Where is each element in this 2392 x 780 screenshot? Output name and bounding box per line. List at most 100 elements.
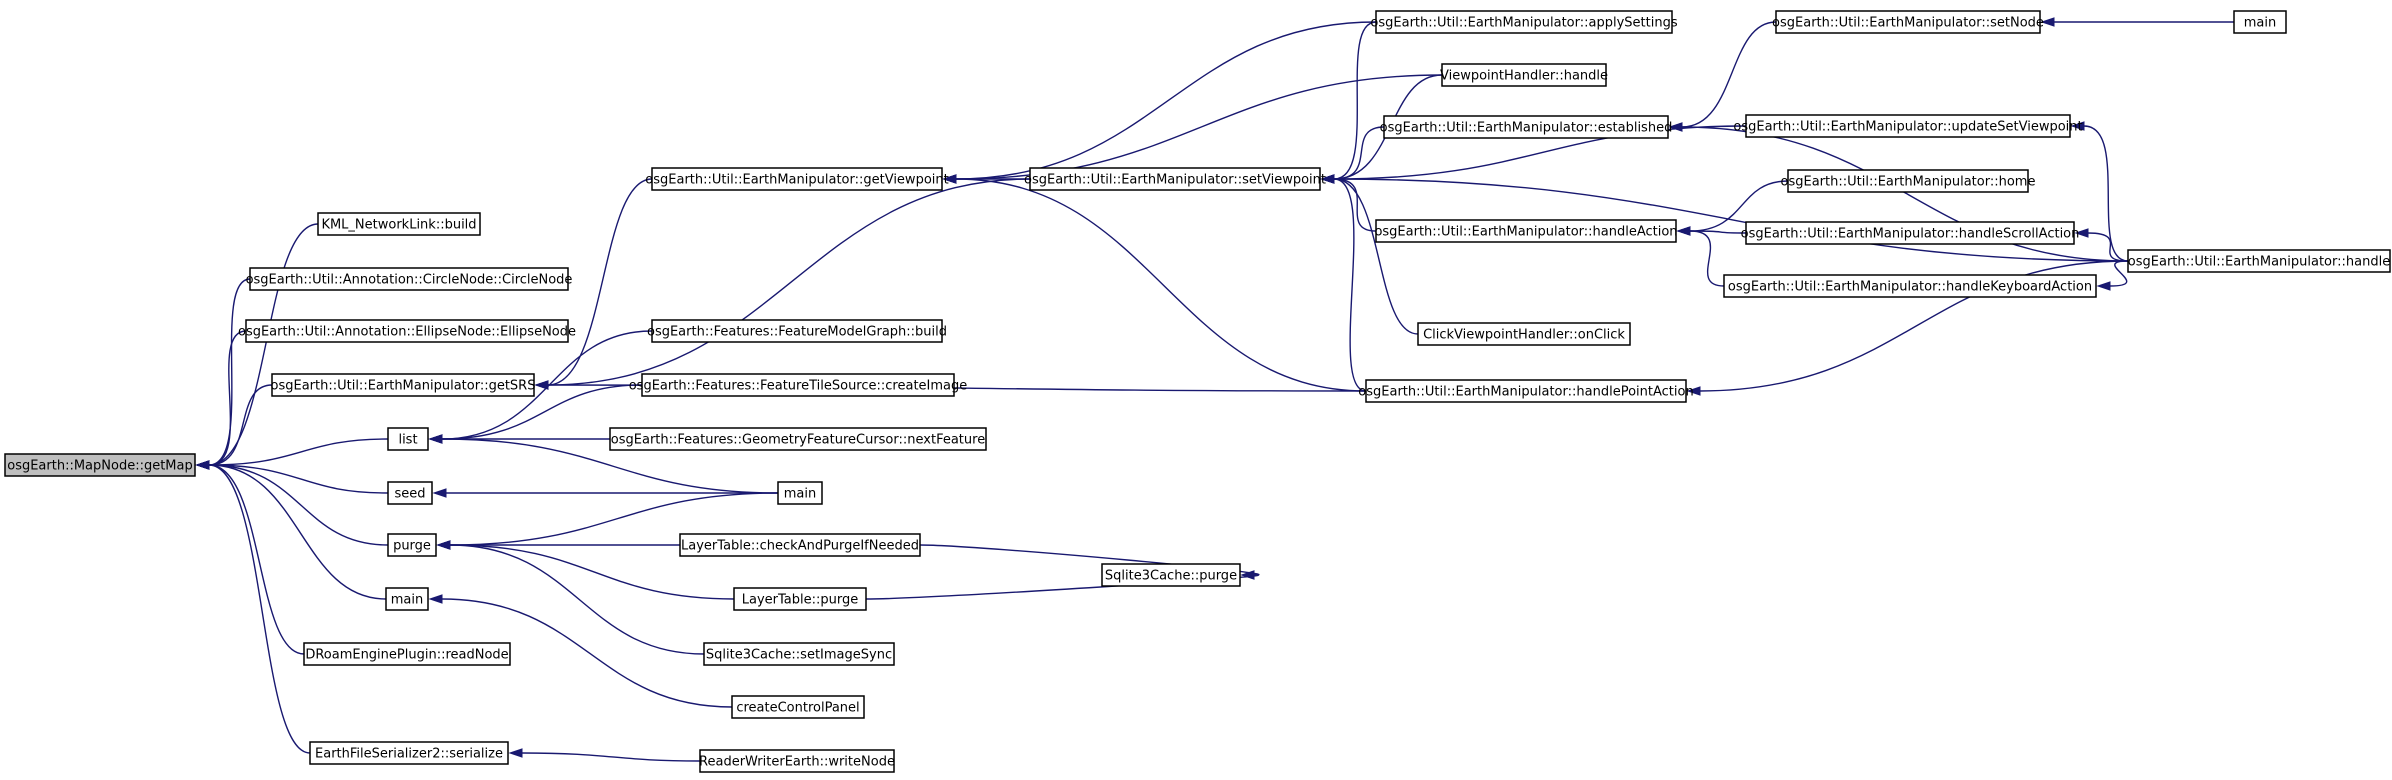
node-serialize[interactable]: EarthFileSerializer2::serialize — [309, 741, 509, 765]
node-checkPurge[interactable]: LayerTable::checkAndPurgeIfNeeded — [679, 533, 921, 557]
node-mainA[interactable]: main — [385, 587, 429, 611]
edge-line — [2109, 260, 2129, 287]
node-label: seed — [394, 487, 425, 502]
node-sqlitePurge[interactable]: Sqlite3Cache::purge — [1101, 563, 1241, 587]
edge-line — [208, 464, 311, 754]
node-box — [1029, 167, 1321, 191]
node-getMap[interactable]: osgEarth::MapNode::getMap — [4, 453, 196, 477]
edge-line — [441, 438, 779, 494]
node-mainC[interactable]: main — [2233, 10, 2287, 34]
node-box — [1775, 10, 2041, 34]
node-purge[interactable]: purge — [387, 533, 437, 557]
node-label: osgEarth::Util::EarthManipulator::establ… — [1380, 121, 1673, 136]
node-box — [387, 427, 429, 451]
node-droam[interactable]: DRoamEnginePlugin::readNode — [303, 642, 511, 666]
edge-arrowhead — [2070, 121, 2085, 131]
node-box — [387, 533, 437, 557]
edge-writeNode-to-serialize — [508, 748, 701, 762]
node-label: EarthFileSerializer2::serialize — [315, 747, 503, 762]
node-fmgBuild[interactable]: osgEarth::Features::FeatureModelGraph::b… — [647, 319, 947, 343]
edge-line — [449, 544, 705, 655]
edge-handlePointAction-to-getViewpoint — [942, 174, 1367, 392]
node-ellipseNode[interactable]: osgEarth::Util::Annotation::EllipseNode:… — [238, 319, 576, 343]
node-box — [1417, 322, 1631, 346]
node-label: main — [2244, 16, 2276, 31]
node-label: osgEarth::Util::Annotation::CircleNode::… — [246, 273, 573, 288]
node-label: ViewpointHandler::handle — [1440, 69, 1608, 84]
node-applySettings[interactable]: osgEarth::Util::EarthManipulator::applyS… — [1370, 10, 1678, 34]
node-box — [651, 167, 943, 191]
node-box — [1375, 10, 1673, 34]
node-box — [1745, 114, 2071, 138]
node-label: LayerTable::checkAndPurgeIfNeeded — [681, 539, 919, 554]
node-clickVp[interactable]: ClickViewpointHandler::onClick — [1417, 322, 1631, 346]
edge-serialize-to-getMap — [195, 460, 311, 754]
node-createControlPanel[interactable]: createControlPanel — [731, 695, 865, 719]
node-seed[interactable]: seed — [387, 481, 433, 505]
edge-line — [1689, 180, 1789, 232]
edge-line — [1333, 178, 1367, 392]
node-getSRS[interactable]: osgEarth::Util::EarthManipulator::getSRS — [271, 373, 536, 397]
edge-line — [441, 384, 643, 440]
node-label: osgEarth::MapNode::getMap — [7, 459, 193, 474]
node-handleAction[interactable]: osgEarth::Util::EarthManipulator::handle… — [1374, 219, 1678, 243]
edge-ltPurge-to-sqlitePurge — [865, 570, 1259, 600]
node-getViewpoint[interactable]: osgEarth::Util::EarthManipulator::getVie… — [645, 167, 949, 191]
node-label: osgEarth::Util::EarthManipulator::handle — [2128, 255, 2390, 270]
node-createImage[interactable]: osgEarth::Features::FeatureTileSource::c… — [629, 373, 968, 397]
edge-line — [1681, 21, 1777, 128]
node-box — [1441, 63, 1607, 87]
node-box — [387, 481, 433, 505]
node-box — [1101, 563, 1241, 587]
node-label: purge — [393, 539, 431, 554]
node-ltPurge[interactable]: LayerTable::purge — [733, 587, 867, 611]
edge-applySettings-to-setViewpoint — [1320, 21, 1377, 184]
node-box — [1787, 169, 2029, 193]
edge-line — [1699, 260, 2129, 392]
node-box — [609, 427, 987, 451]
edge-mainB-to-seed — [432, 488, 779, 498]
node-label: DRoamEnginePlugin::readNode — [305, 648, 508, 663]
node-setNode[interactable]: osgEarth::Util::EarthManipulator::setNod… — [1772, 10, 2044, 34]
node-list[interactable]: list — [387, 427, 429, 451]
node-label: osgEarth::Util::EarthManipulator::applyS… — [1370, 16, 1677, 31]
edge-arrowhead — [1320, 174, 1335, 184]
node-writeNode[interactable]: ReaderWriterEarth::writeNode — [699, 749, 895, 773]
edge-vpHandle-to-getViewpoint — [942, 74, 1443, 184]
node-emHandle[interactable]: osgEarth::Util::EarthManipulator::handle — [2127, 249, 2391, 273]
node-setImageSync[interactable]: Sqlite3Cache::setImageSync — [703, 642, 895, 666]
node-label: main — [784, 487, 816, 502]
node-box — [1383, 115, 1669, 139]
node-label: osgEarth::Features::GeometryFeatureCurso… — [611, 433, 985, 448]
node-nextFeature[interactable]: osgEarth::Features::GeometryFeatureCurso… — [609, 427, 987, 451]
edge-line — [208, 464, 389, 546]
node-handleScroll[interactable]: osgEarth::Util::EarthManipulator::handle… — [1741, 221, 2080, 245]
edge-setViewpoint-to-getSRS — [534, 178, 1031, 390]
edge-line — [547, 178, 1031, 386]
node-setViewpoint[interactable]: osgEarth::Util::EarthManipulator::setVie… — [1024, 167, 1326, 191]
edge-mainA-to-getMap — [195, 460, 387, 600]
node-established[interactable]: osgEarth::Util::EarthManipulator::establ… — [1380, 115, 1673, 139]
node-handleKeyboard[interactable]: osgEarth::Util::EarthManipulator::handle… — [1723, 274, 2097, 298]
edges-layer — [195, 17, 2234, 762]
edge-line — [547, 178, 653, 386]
node-updateSetViewpoint[interactable]: osgEarth::Util::EarthManipulator::update… — [1733, 114, 2083, 138]
edge-emHandle-to-handleKeyboard — [2096, 260, 2129, 291]
edge-line — [208, 464, 389, 494]
node-circleNode[interactable]: osgEarth::Util::Annotation::CircleNode::… — [246, 267, 573, 291]
node-label: createControlPanel — [736, 701, 859, 716]
edge-arrowhead — [2074, 228, 2089, 238]
edge-line — [208, 330, 247, 466]
node-vpHandle[interactable]: ViewpointHandler::handle — [1440, 63, 1608, 87]
node-kmlBuild[interactable]: KML_NetworkLink::build — [317, 212, 481, 236]
edge-arrowhead — [432, 488, 447, 498]
node-box — [733, 587, 867, 611]
edge-line — [208, 438, 389, 466]
node-home[interactable]: osgEarth::Util::EarthManipulator::home — [1781, 169, 2036, 193]
edge-line — [441, 330, 653, 440]
edge-setImageSync-to-purge — [436, 540, 705, 655]
edge-line — [2083, 125, 2129, 262]
node-mainB[interactable]: main — [777, 481, 823, 505]
node-handlePointAction[interactable]: osgEarth::Util::EarthManipulator::handle… — [1358, 379, 1694, 403]
edge-emHandle-to-handlePointAction — [1686, 260, 2129, 396]
